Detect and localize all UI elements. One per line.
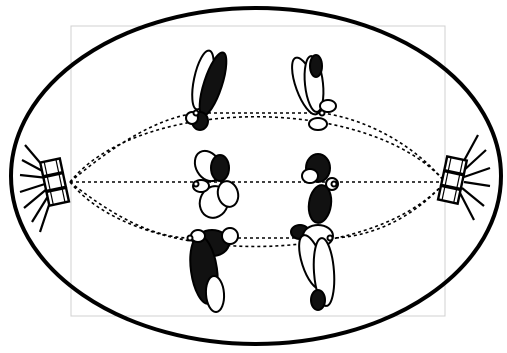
chromosome-icon xyxy=(291,225,336,310)
centrosome-icon xyxy=(438,135,490,220)
chromosome-icon xyxy=(190,146,241,222)
spindle-fiber-to-top-left xyxy=(70,113,196,182)
spindle-fiber-lower-outer xyxy=(70,182,445,247)
spindle-fibers xyxy=(70,113,445,247)
spindle-fiber-from-top-right xyxy=(322,113,445,182)
cell-membrane xyxy=(11,8,501,344)
image-frame xyxy=(71,26,445,316)
centrosome-icon xyxy=(20,145,69,232)
spindle-fiber-to-bottom-left xyxy=(70,182,190,238)
chromosome-icon xyxy=(186,49,232,130)
chromosome-icon xyxy=(302,154,338,224)
chromosome-icon xyxy=(186,228,238,313)
spindle-fiber-upper-outer xyxy=(70,117,445,182)
spindle-fiber-from-bottom-right xyxy=(330,182,445,238)
